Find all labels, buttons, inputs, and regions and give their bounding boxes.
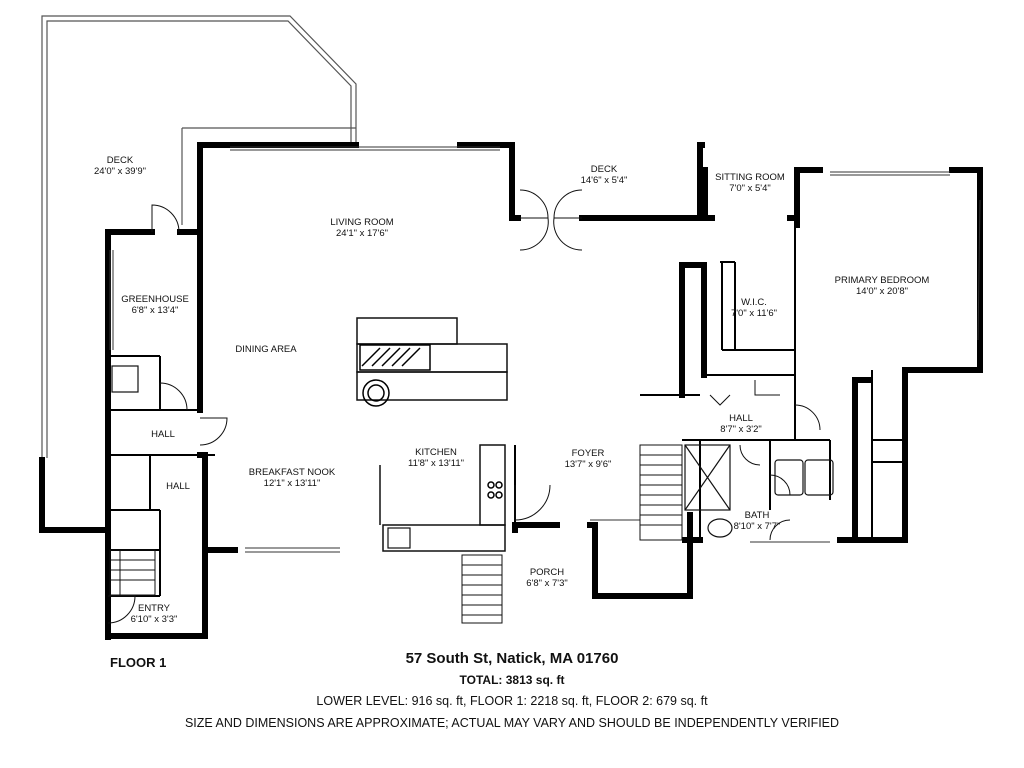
room-deck-large: DECK 24'0" x 39'9" (94, 155, 146, 177)
room-name: KITCHEN (415, 447, 457, 458)
room-name: DECK (106, 155, 134, 166)
room-name: BREAKFAST NOOK (248, 467, 336, 478)
room-dims: 24'1" x 17'6" (335, 228, 389, 239)
room-name: HALL (166, 481, 190, 492)
room-living-room: LIVING ROOM 24'1" x 17'6" (330, 217, 393, 239)
address: 57 South St, Natick, MA 01760 (405, 650, 619, 667)
room-bath: BATH 8'10" x 7'7" (734, 510, 781, 532)
room-porch: PORCH 6'8" x 7'3" (526, 567, 568, 589)
room-dims: 14'6" x 5'4" (580, 175, 628, 186)
room-dims: 6'10" x 3'3" (130, 614, 178, 625)
room-dims: 13'7" x 9'6" (564, 459, 612, 470)
total-area: TOTAL: 3813 sq. ft (459, 673, 565, 687)
room-name: PRIMARY BEDROOM (834, 275, 930, 286)
floor-label: FLOOR 1 (110, 655, 167, 670)
disclaimer: SIZE AND DIMENSIONS ARE APPROXIMATE; ACT… (184, 716, 840, 730)
room-greenhouse: GREENHOUSE 6'8" x 13'4" (121, 294, 189, 316)
room-dims: 14'0" x 20'8" (855, 286, 909, 297)
room-kitchen: KITCHEN 11'8" x 13'11" (408, 447, 464, 469)
bath-fixtures (111, 365, 834, 549)
room-wic: W.I.C. 7'0" x 11'6" (731, 297, 777, 319)
range-burners (359, 344, 503, 499)
room-name: PORCH (529, 567, 565, 578)
room-name: BATH (744, 510, 770, 521)
doors (107, 189, 821, 624)
room-name: DINING AREA (235, 344, 297, 355)
room-dims: 7'0" x 11'6" (730, 308, 778, 319)
room-name: GREENHOUSE (121, 294, 189, 305)
room-name: HALL (729, 413, 753, 424)
room-dims: 7'0" x 5'4" (729, 183, 771, 194)
room-name: LIVING ROOM (330, 217, 394, 228)
room-name: DECK (590, 164, 618, 175)
room-name: ENTRY (137, 603, 171, 614)
room-name: HALL (151, 429, 175, 440)
room-dims: 6'8" x 13'4" (131, 305, 179, 316)
room-hall-lower: HALL (166, 481, 190, 492)
room-dims: 24'0" x 39'9" (93, 166, 147, 177)
room-foyer: FOYER 13'7" x 9'6" (565, 448, 612, 470)
room-sitting-room: SITTING ROOM 7'0" x 5'4" (715, 172, 785, 194)
room-deck-small: DECK 14'6" x 5'4" (581, 164, 628, 186)
room-name: SITTING ROOM (715, 172, 785, 183)
room-breakfast-nook: BREAKFAST NOOK 12'1" x 13'11" (249, 467, 335, 489)
room-name: FOYER (571, 448, 605, 459)
kitchen-cabinets (356, 317, 508, 552)
room-dims: 8'10" x 7'7" (733, 521, 781, 532)
stairs (109, 444, 683, 624)
windows (109, 146, 981, 553)
room-hall-right: HALL 8'7" x 3'2" (720, 413, 762, 435)
interior-walls (108, 225, 905, 597)
room-dims: 8'7" x 3'2" (720, 424, 762, 435)
floor-plan (39, 15, 983, 640)
level-areas: LOWER LEVEL: 916 sq. ft, FLOOR 1: 2218 s… (316, 694, 708, 708)
room-dims: 12'1" x 13'11" (263, 478, 321, 489)
room-hall-upper: HALL (151, 429, 175, 440)
room-dining-area: DINING AREA (235, 344, 296, 355)
room-entry: ENTRY 6'10" x 3'3" (131, 603, 178, 625)
room-dims: 11'8" x 13'11" (408, 458, 464, 469)
room-name: W.I.C. (741, 297, 767, 308)
exterior-walls (39, 142, 983, 640)
room-dims: 6'8" x 7'3" (526, 578, 568, 589)
room-primary-bedroom: PRIMARY BEDROOM 14'0" x 20'8" (835, 275, 930, 297)
